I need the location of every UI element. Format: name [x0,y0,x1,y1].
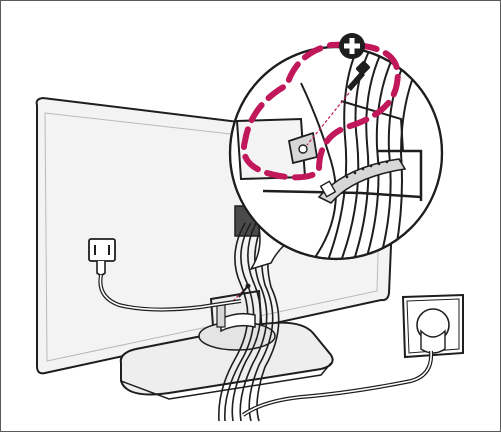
wall-outlet-icon [403,295,463,357]
plus-circle-icon [339,33,365,59]
zoom-callout [230,47,442,269]
